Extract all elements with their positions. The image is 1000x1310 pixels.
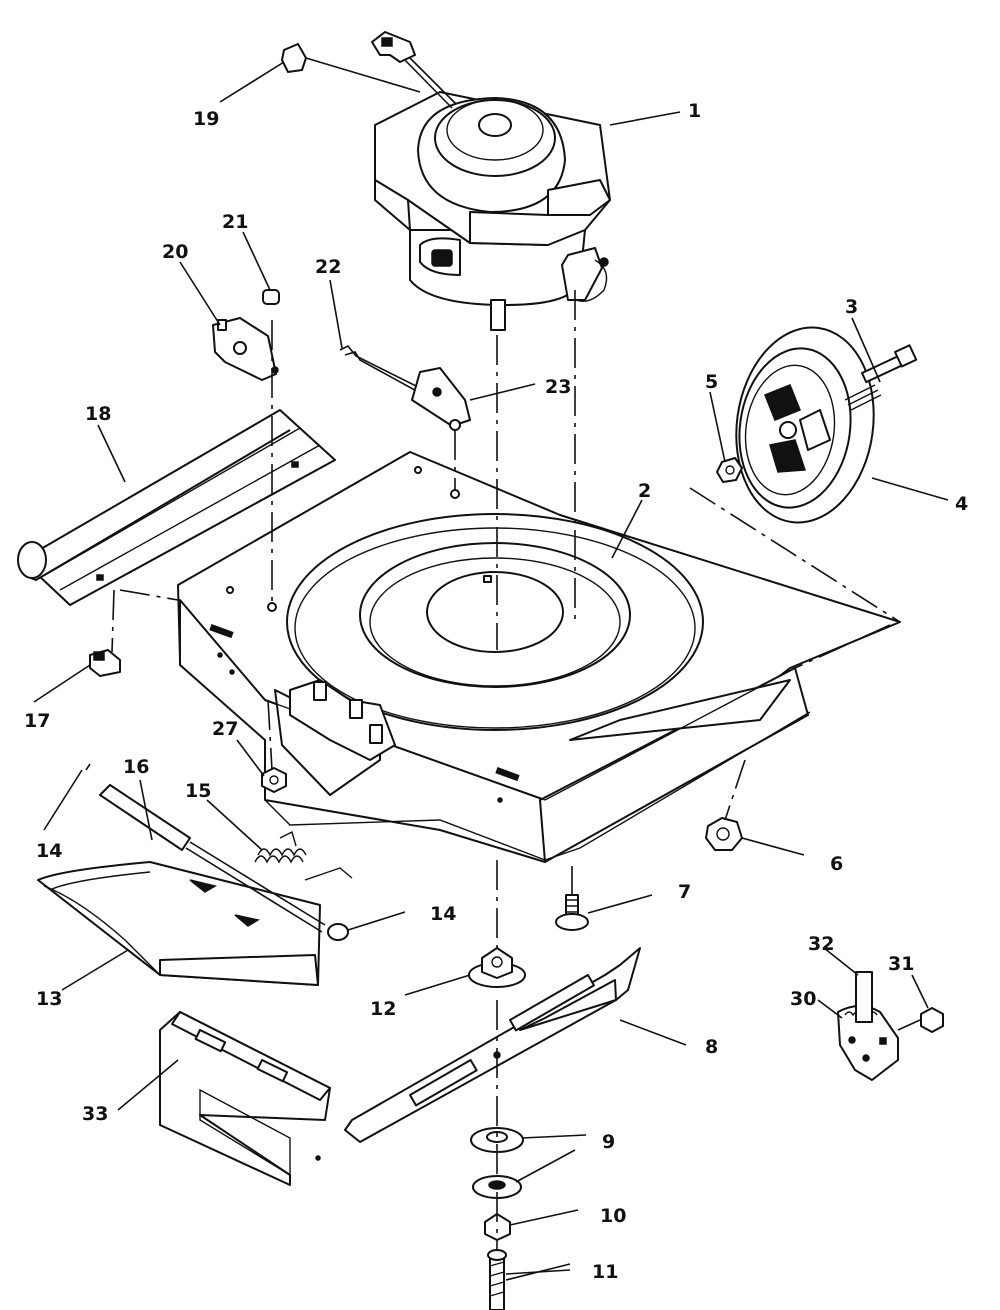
nut-deck (261, 767, 287, 793)
cable-clip (281, 43, 307, 73)
callout-4: 4 (955, 493, 968, 515)
hinge-rod (99, 784, 326, 933)
bracket-left (212, 317, 279, 381)
retainer-left (85, 763, 91, 771)
callout-9: 9 (602, 1131, 615, 1153)
callout-22: 22 (315, 256, 341, 278)
guard-plate (159, 1011, 331, 1186)
callout-3: 3 (845, 296, 858, 318)
callout-6a: 6 (830, 853, 843, 875)
torsion-spring (254, 830, 353, 881)
blade-bolt (487, 1249, 507, 1310)
callout-27: 27 (212, 718, 238, 740)
discharge-chute (37, 861, 321, 986)
bracket-right (411, 367, 471, 431)
rear-shield (17, 409, 336, 606)
callout-20: 20 (162, 241, 188, 263)
callout-15: 15 (185, 780, 211, 802)
callout-23: 23 (545, 376, 571, 398)
wheel (735, 326, 875, 524)
assembly-lines (111, 290, 901, 1250)
blade (344, 947, 641, 1143)
deck-bolt (555, 894, 589, 931)
callout-5: 5 (705, 371, 718, 393)
callout-12: 12 (370, 998, 396, 1020)
callout-18: 18 (85, 403, 111, 425)
callout-8: 8 (705, 1036, 718, 1058)
callout-10: 10 (600, 1205, 626, 1227)
engine (371, 31, 611, 331)
callout-32: 32 (808, 933, 834, 955)
deck (177, 451, 901, 863)
callout-2: 2 (638, 480, 651, 502)
hex-nut (468, 947, 526, 988)
callout-7: 7 (678, 881, 691, 903)
callout-19: 19 (193, 108, 219, 130)
callout-labels: 1 2 3 4 5 6 7 8 9 10 11 12 13 14 14 15 1… (24, 100, 968, 1283)
height-adjuster (837, 971, 944, 1081)
callout-21: 21 (222, 211, 248, 233)
link-rod (339, 344, 423, 395)
callout-14a: 14 (36, 840, 62, 862)
callout-11: 11 (592, 1261, 618, 1283)
wheel-nut (716, 457, 743, 483)
callout-16: 16 (123, 756, 149, 778)
leader-lines (33, 57, 949, 1281)
callout-13: 13 (36, 988, 62, 1010)
callout-30: 30 (790, 988, 816, 1010)
nut-small (262, 289, 280, 305)
callout-31: 31 (888, 953, 914, 975)
wheel-bolt (844, 344, 918, 411)
flange-nut (705, 817, 743, 851)
callout-33: 33 (82, 1103, 108, 1125)
retainer-right (327, 923, 349, 941)
callout-14b: 14 (430, 903, 456, 925)
callout-17: 17 (24, 710, 50, 732)
callout-1: 1 (688, 100, 701, 122)
